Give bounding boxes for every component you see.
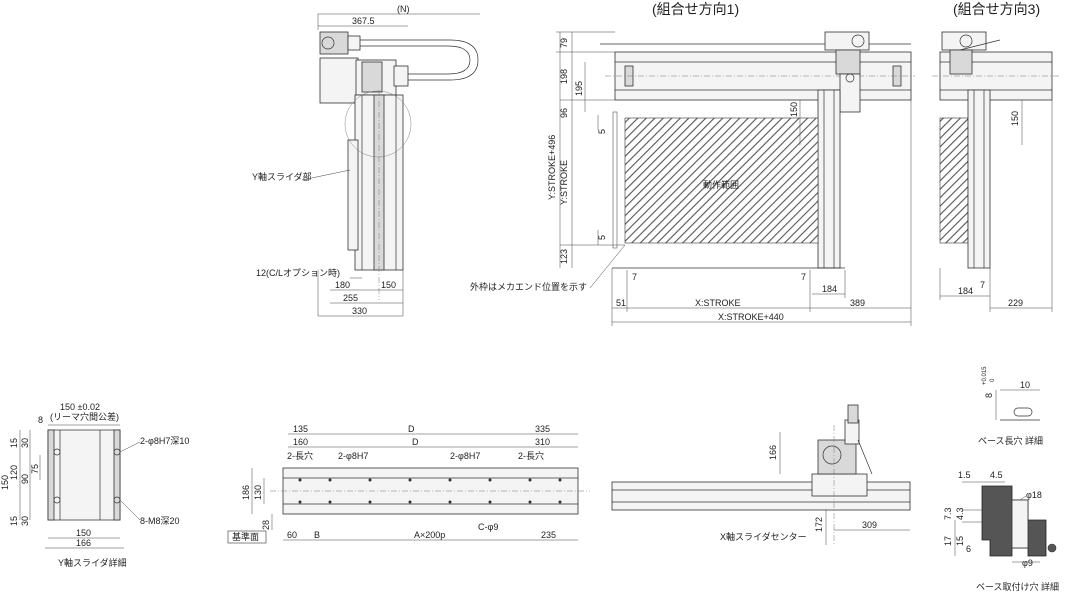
dim-180: 180 [335, 280, 350, 290]
dim-96: 96 [559, 108, 569, 118]
label-pin-left: 2-φ8H7 [338, 451, 368, 461]
dim-135: 135 [293, 424, 308, 434]
title-y-slider-detail: Y軸スライダ詳細 [58, 557, 127, 568]
dim-d-1: D [408, 424, 415, 434]
dim-120: 120 [9, 465, 19, 480]
front-view: 動作範囲 79 198 195 96 5 5 123 Y:STROKE+496 … [470, 31, 915, 326]
dim-172: 172 [814, 517, 824, 532]
dim-150-tol: 150 ±0.02 [60, 402, 100, 412]
heading-combo-3: (組合せ方向3) [953, 1, 1040, 17]
dim-a-200p: A×200p [414, 530, 445, 540]
dim-15-top: 15 [9, 438, 19, 448]
label-x-slider-center: X軸スライダセンター [720, 531, 807, 542]
dim-15-bottom: 15 [9, 516, 19, 526]
title-slot-detail: ベース長穴 詳細 [978, 435, 1043, 446]
dim-1-5: 1.5 [958, 470, 971, 480]
dim-51: 51 [616, 298, 626, 308]
dim-28: 28 [261, 520, 271, 530]
dim-160: 160 [293, 437, 308, 447]
dim-79: 79 [559, 38, 569, 48]
x-slider-view: 166 172 309 X軸スライダセンター [611, 404, 911, 545]
dim-60: 60 [287, 530, 297, 540]
base-plan-view: 135 D 335 160 D 310 2-長穴 2-φ8H7 2-φ8H7 2… [227, 424, 590, 544]
dim-15-mount: 15 [955, 536, 965, 546]
dim-166-x: 166 [768, 445, 778, 460]
dim-5-top: 5 [597, 129, 607, 134]
label-ream-tol: (リーマ穴間公差) [50, 411, 119, 422]
dim-7-left: 7 [632, 272, 637, 282]
dim-7-3: 7.3 [943, 507, 953, 520]
dim-229: 229 [1008, 298, 1023, 308]
dim-309: 309 [862, 520, 877, 530]
dim-30-top: 30 [20, 438, 30, 448]
dim-255: 255 [343, 293, 358, 303]
label-datum: 基準面 [232, 531, 259, 542]
dim-150-y: 150 [0, 475, 10, 490]
label-tap-holes: 8-M8深20 [140, 516, 180, 526]
dim-b: B [314, 530, 320, 540]
dim-n: (N) [397, 4, 410, 14]
dim-123: 123 [559, 249, 569, 264]
dim-150-combo3: 150 [1010, 111, 1020, 126]
heading-combo-1: (組合せ方向1) [652, 1, 739, 17]
dim-150: 150 [381, 280, 396, 290]
dim-y-stroke: Y:STROKE [559, 160, 569, 205]
tol-bottom: 0 [990, 378, 996, 382]
dim-y-stroke-496: Y:STROKE+496 [547, 135, 557, 200]
dim-75: 75 [30, 464, 40, 474]
dim-335: 335 [535, 424, 550, 434]
dim-8-slot: 8 [984, 393, 994, 398]
dim-184-front: 184 [822, 284, 837, 294]
label-y-slider: Y軸スライダ部 [252, 171, 312, 182]
combo3-view: 150 7 184 229 [932, 31, 1060, 312]
dim-198: 198 [559, 69, 569, 84]
label-c-hole: C-φ9 [478, 522, 498, 532]
slot-detail: 10 +0.015 0 8 ベース長穴 詳細 [978, 366, 1043, 446]
label-operating-range: 動作範囲 [703, 179, 739, 190]
label-long-hole-right: 2-長穴 [518, 450, 544, 461]
dim-330: 330 [352, 306, 367, 316]
tol-top: +0.015 [982, 366, 988, 385]
label-long-hole-left: 2-長穴 [287, 450, 313, 461]
title-mount-detail: ベース取付け穴 詳細 [976, 581, 1059, 592]
dim-150-w: 150 [76, 528, 91, 538]
dim-195: 195 [574, 81, 584, 96]
dim-phi-18: φ18 [1026, 490, 1042, 500]
mount-detail: 1.5 4.5 7.3 4.3 φ18 17 15 6 φ9 ベース取付け穴 詳… [943, 470, 1059, 592]
dim-150-front: 150 [789, 102, 799, 117]
dim-166-w: 166 [76, 538, 91, 548]
y-slider-detail: 150 ±0.02 (リーマ穴間公差) 8 15 30 75 90 120 15… [0, 402, 189, 568]
dim-184-combo3: 184 [958, 286, 973, 296]
label-cl-option: 12(C/Lオプション時) [256, 268, 340, 278]
dim-7-combo3: 7 [980, 280, 985, 290]
dim-389: 389 [850, 298, 865, 308]
label-outer-frame: 外枠はメカエンド位置を示す [470, 281, 587, 292]
dim-7-right: 7 [801, 272, 806, 282]
dim-4-3: 4.3 [955, 507, 965, 520]
dim-6: 6 [966, 544, 971, 554]
dim-d-2: D [412, 437, 419, 447]
dim-8: 8 [38, 415, 43, 425]
dim-235: 235 [541, 530, 556, 540]
dim-10: 10 [1020, 380, 1030, 390]
dim-90: 90 [20, 474, 30, 484]
dim-5-bottom: 5 [597, 235, 607, 240]
dim-x-stroke-440: X:STROKE+440 [718, 312, 784, 322]
dim-30-bottom: 30 [20, 516, 30, 526]
label-pin-right: 2-φ8H7 [450, 451, 480, 461]
dim-x-stroke: X:STROKE [695, 298, 741, 308]
dim-4-5: 4.5 [990, 470, 1003, 480]
dim-130: 130 [253, 485, 263, 500]
dim-phi-9: φ9 [1022, 558, 1033, 568]
dim-367-5: 367.5 [352, 16, 375, 26]
dim-310: 310 [535, 437, 550, 447]
side-view: (N) 367.5 Y軸スライダ部 12(C/Lオプション時) 180 [252, 4, 480, 317]
label-pin-holes-y: 2-φ8H7深10 [140, 436, 189, 446]
dim-17: 17 [943, 536, 953, 546]
dim-186: 186 [241, 485, 251, 500]
